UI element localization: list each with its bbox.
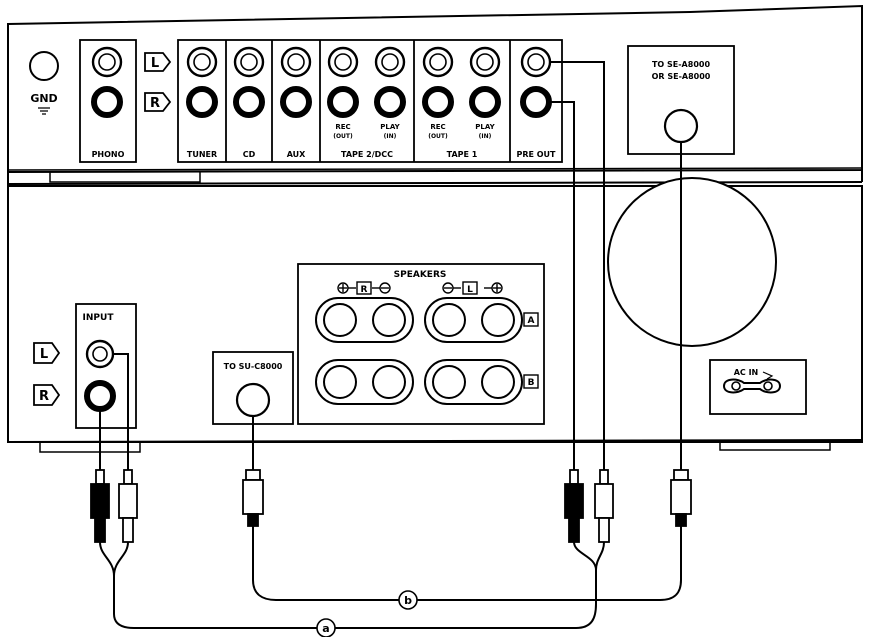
right-channel-badge [144,92,172,112]
svg-text:REC: REC [430,123,445,131]
top-channel-badges: L R [144,52,172,112]
group-label-tuner: TUNER [187,150,217,159]
svg-text:(OUT): (OUT) [333,133,353,140]
svg-text:R: R [361,285,368,295]
left-channel-badge [144,52,172,72]
cable-wires [99,61,682,470]
rca-plug-preout-black [564,469,584,543]
speaker-row-b-badge [523,374,539,389]
ac-inlet[interactable]: AC IN [709,359,807,415]
ac-label: AC IN [734,368,759,377]
gnd-label: GND [30,92,57,105]
input-label: INPUT [83,313,115,323]
svg-text:PLAY: PLAY [380,123,400,131]
input-left-wire [113,353,129,470]
system-plug-top [670,469,692,527]
gnd-terminal[interactable]: GND [29,51,59,115]
system-plug-bottom [242,469,264,527]
system-socket-top [663,108,699,144]
cable-a [99,541,605,629]
input-right-badge [33,384,61,406]
group-label-cd: CD [243,150,256,159]
input-jack-left[interactable] [85,339,115,369]
svg-text:(IN): (IN) [479,133,492,140]
speaker-row-a-badge [523,312,539,327]
top-jacks-right-row[interactable] [91,86,552,118]
svg-text:L: L [151,56,159,71]
svg-text:B: B [528,378,535,388]
svg-text:OR SE-A8000: OR SE-A8000 [652,72,711,81]
group-label-tape2: TAPE 2/DCC [341,150,393,159]
system-connector-bottom[interactable]: TO SU-C8000 [212,351,294,425]
rca-plugs [90,469,692,543]
group-label-aux: AUX [287,150,306,159]
power-amp-input-panel: INPUT L R [33,303,137,429]
svg-text:a: a [322,622,329,635]
svg-text:A: A [528,316,535,326]
svg-text:TO SE-A8000: TO SE-A8000 [652,60,710,69]
group-label-pre-out: PRE OUT [516,150,556,159]
rca-plug-input-black [90,469,110,543]
system-connector-top[interactable]: TO SE-A8000 OR SE-A8000 [627,45,735,155]
cooling-vent-circle [607,177,777,347]
system-socket-bottom [235,382,271,418]
tape-sub-labels: REC (OUT) PLAY (IN) REC (OUT) PLAY (IN) [333,123,495,140]
cable-a-tag: a [316,618,336,637]
cable-b-tag: b [398,590,418,610]
input-jack-right[interactable] [84,380,116,412]
svg-text:REC: REC [335,123,350,131]
speakers-label: SPEAKERS [394,270,447,280]
svg-text:(IN): (IN) [384,133,397,140]
svg-text:L: L [40,347,48,362]
svg-text:(OUT): (OUT) [428,133,448,140]
rca-plug-input-white [118,469,138,543]
input-left-badge [33,342,61,364]
speaker-terminals-a[interactable] [315,297,523,343]
svg-text:TO SU-C8000: TO SU-C8000 [224,362,283,371]
ground-icon [38,107,50,115]
svg-text:R: R [150,96,160,111]
svg-text:PLAY: PLAY [475,123,495,131]
cable-b [252,526,682,601]
speaker-terminal-panel: SPEAKERS R L A [297,263,545,425]
top-jacks-left-row[interactable] [91,46,552,78]
input-group-labels: PHONO TUNER CD AUX TAPE 2/DCC TAPE 1 PRE… [92,150,556,159]
ac-wave-icon [762,371,774,380]
pre-out-right-wire [550,101,575,470]
svg-text:b: b [404,594,412,607]
group-label-phono: PHONO [92,150,125,159]
rca-plug-preout-white [594,469,614,543]
svg-text:R: R [39,389,49,404]
group-label-tape1: TAPE 1 [447,150,478,159]
pre-out-left-wire [550,61,605,470]
svg-text:L: L [467,285,473,295]
cable-runs [99,526,682,629]
speaker-terminals-b[interactable] [315,359,523,405]
